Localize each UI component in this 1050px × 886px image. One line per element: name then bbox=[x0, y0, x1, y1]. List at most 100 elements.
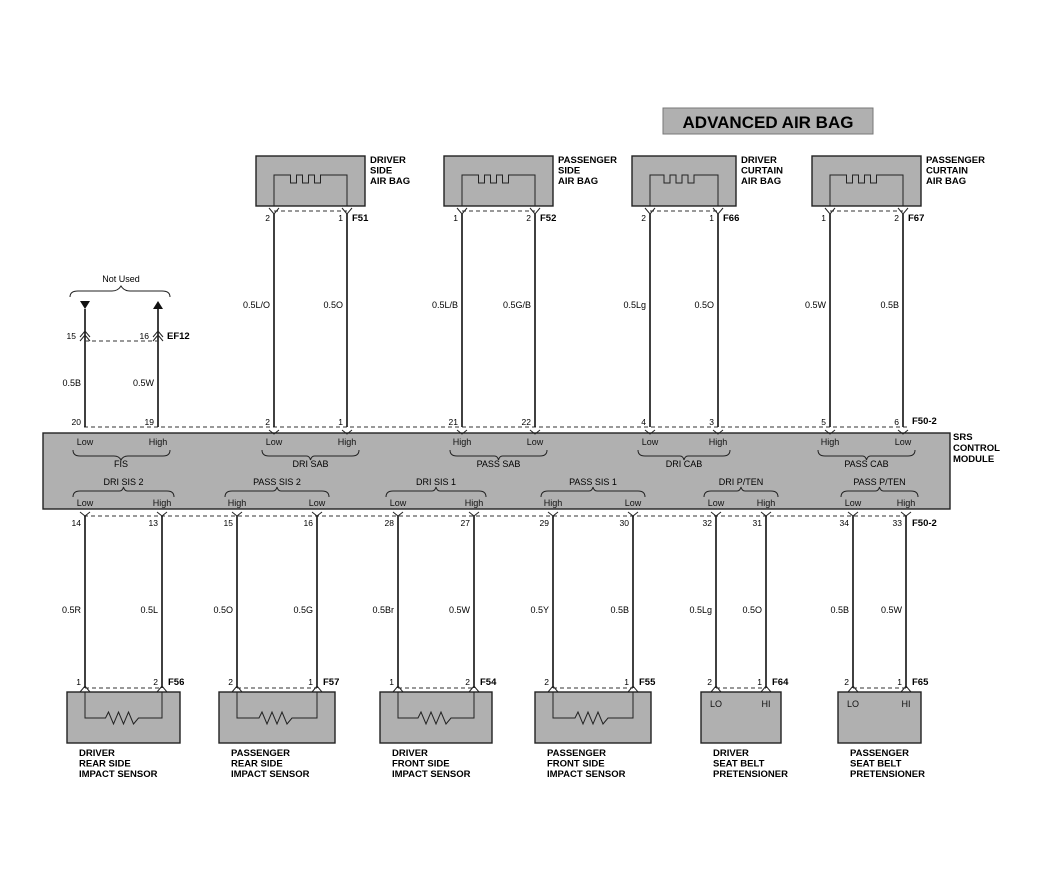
airbag-pin-number: 2 bbox=[526, 213, 531, 223]
terminal-polarity: Low bbox=[527, 437, 544, 447]
sensor-pin-number: 1 bbox=[308, 677, 313, 687]
wire-color-label: 0.5L/O bbox=[243, 300, 270, 310]
airbag-pin-number: 1 bbox=[821, 213, 826, 223]
pin-terminal-icon bbox=[392, 685, 404, 693]
module-pin-number: 21 bbox=[449, 417, 459, 427]
terminal-polarity: High bbox=[153, 498, 172, 508]
group-brace bbox=[817, 449, 916, 461]
not-used-brace bbox=[69, 285, 171, 298]
terminal-polarity: High bbox=[465, 498, 484, 508]
module-group-label: DRI SIS 2 bbox=[103, 477, 143, 487]
module-pin-number: 31 bbox=[753, 518, 763, 528]
terminal-polarity: High bbox=[453, 437, 472, 447]
wire-color-label: 0.5W bbox=[881, 605, 903, 615]
pin-terminal-icon bbox=[627, 685, 639, 693]
fis-brace bbox=[72, 449, 171, 462]
diagram-title: ADVANCED AIR BAG bbox=[683, 113, 854, 132]
wire-color-label: 0.5O bbox=[694, 300, 714, 310]
airbag-box bbox=[811, 155, 922, 207]
module-group-label: DRI SIS 1 bbox=[416, 477, 456, 487]
resistor-icon bbox=[84, 692, 163, 726]
module-group-label: DRI CAB bbox=[666, 459, 703, 469]
module-group-label: PASS CAB bbox=[844, 459, 888, 469]
squib-icon bbox=[461, 174, 536, 206]
airbag-name-line: AIR BAG bbox=[741, 176, 781, 187]
module-pin-icon bbox=[341, 429, 353, 435]
terminal-polarity: Low bbox=[266, 437, 283, 447]
module-pin-icon bbox=[627, 511, 639, 517]
ef12-pin-16: 16 bbox=[140, 331, 150, 341]
airbag-connector-label: F66 bbox=[723, 213, 739, 224]
pin-terminal-icon bbox=[710, 685, 722, 693]
terminal-polarity: Low bbox=[642, 437, 659, 447]
pin-terminal-icon bbox=[760, 685, 772, 693]
device-terminal-label: LO bbox=[847, 699, 859, 709]
terminal-polarity: High bbox=[338, 437, 357, 447]
srs-control-module bbox=[42, 432, 951, 510]
resistor-icon bbox=[236, 692, 318, 726]
sensor-name-line: IMPACT SENSOR bbox=[392, 769, 471, 780]
terminal-polarity: Low bbox=[708, 498, 725, 508]
airbag-name-line: SIDE bbox=[370, 166, 392, 177]
sensor-name-line: PASSENGER bbox=[850, 748, 909, 759]
module-group-label: DRI SAB bbox=[292, 459, 328, 469]
module-group-label: DRI P/TEN bbox=[719, 477, 764, 487]
terminal-polarity: High bbox=[544, 498, 563, 508]
airbag-box bbox=[443, 155, 554, 207]
airbag-name-line: AIR BAG bbox=[370, 176, 410, 187]
wire-color-label: 0.5R bbox=[62, 605, 82, 615]
module-pin-number: 27 bbox=[461, 518, 471, 528]
module-pin-number: 14 bbox=[72, 518, 82, 528]
group-brace bbox=[540, 486, 646, 498]
wire-color-label: 0.5B bbox=[880, 300, 899, 310]
terminal-up-arrow bbox=[153, 301, 163, 309]
module-label-line-1: SRS bbox=[953, 432, 973, 443]
wire-color-label: 0.5L bbox=[140, 605, 158, 615]
squib-icon bbox=[273, 174, 348, 206]
wire-color-label: 0.5Y bbox=[530, 605, 549, 615]
group-brace bbox=[385, 486, 487, 498]
module-label-line-2: CONTROL bbox=[953, 443, 1000, 454]
module-pin-icon bbox=[529, 429, 541, 435]
pin-terminal-icon bbox=[900, 685, 912, 693]
sensor-name-line: FRONT SIDE bbox=[392, 759, 450, 770]
resistor-icon bbox=[397, 692, 475, 726]
ef12-pin-15: 15 bbox=[67, 331, 77, 341]
module-pin-number: 30 bbox=[620, 518, 630, 528]
module-pin-number: 34 bbox=[840, 518, 850, 528]
sensor-box bbox=[218, 691, 336, 744]
terminal-polarity: High bbox=[897, 498, 916, 508]
sensor-connector-label: F55 bbox=[639, 677, 656, 688]
module-pin-number: 22 bbox=[522, 417, 532, 427]
wire-color-label: 0.5L/B bbox=[432, 300, 458, 310]
squib-icon bbox=[649, 174, 719, 206]
wire-color-label: 0.5O bbox=[323, 300, 343, 310]
module-pin-19: 19 bbox=[145, 417, 155, 427]
sensor-pin-number: 1 bbox=[76, 677, 81, 687]
terminal-polarity: High bbox=[228, 498, 247, 508]
module-pin-number: 29 bbox=[540, 518, 550, 528]
sensor-connector-label: F64 bbox=[772, 677, 789, 688]
title-box bbox=[662, 107, 874, 135]
module-label-line-3: MODULE bbox=[953, 454, 994, 465]
airbag-name-line: AIR BAG bbox=[558, 176, 598, 187]
module-pin-number: 3 bbox=[709, 417, 714, 427]
group-brace bbox=[449, 449, 548, 461]
group-brace bbox=[72, 486, 175, 498]
module-pin-number: 28 bbox=[385, 518, 395, 528]
pin-terminal-icon bbox=[468, 685, 480, 693]
sensor-pin-number: 1 bbox=[389, 677, 394, 687]
fis-term-high: High bbox=[149, 437, 168, 447]
airbag-name-line: CURTAIN bbox=[741, 166, 783, 177]
airbag-pin-number: 1 bbox=[338, 213, 343, 223]
wire-color-label: 0.5O bbox=[742, 605, 762, 615]
module-pin-icon bbox=[760, 511, 772, 517]
